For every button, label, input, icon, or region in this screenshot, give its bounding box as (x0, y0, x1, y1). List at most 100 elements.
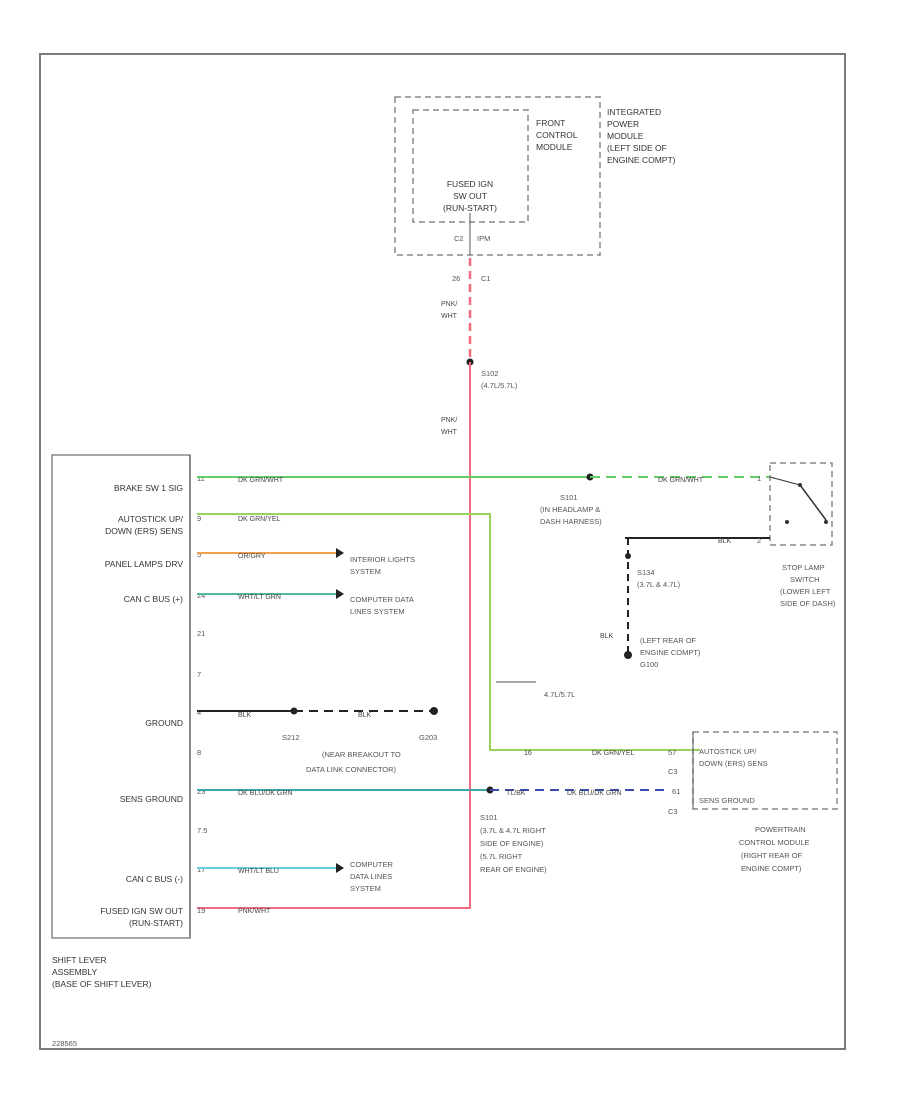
interior-lights-1: INTERIOR LIGHTS (350, 555, 415, 564)
interior-lights-2: SYSTEM (350, 567, 381, 576)
sl-caption-3: (BASE OF SHIFT LEVER) (52, 979, 152, 989)
arrow-computer-data-bottom (336, 863, 344, 873)
fused-ign-2: SW OUT (453, 191, 487, 201)
fused-ign-3: (RUN-START) (443, 203, 497, 213)
splice-s101-bottom-1: S101 (480, 813, 498, 822)
computer-data-bottom-1: COMPUTER (350, 860, 394, 869)
sl-label-autostick-1: AUTOSTICK UP/ (118, 514, 184, 524)
splice-s101-top-3: DASH HARNESS) (540, 517, 602, 526)
sl-pin-17: 17 (197, 865, 205, 874)
splice-s102-label: S102 (481, 369, 499, 378)
fused-ign-1: FUSED IGN (447, 179, 493, 189)
sl-pin-5: 5 (197, 550, 201, 559)
wire-label-blk-ground: BLK (238, 712, 252, 719)
pcm-caption-4: ENGINE COMPT) (741, 864, 802, 873)
fcm-label-3: MODULE (536, 142, 573, 152)
fcm-label-2: CONTROL (536, 130, 578, 140)
integrated-power-module: INTEGRATED POWER MODULE (LEFT SIDE OF EN… (394, 96, 676, 283)
wire-label-wht-ltblu: WHT/LT BLU (238, 868, 279, 875)
sl-label-sens-ground: SENS GROUND (120, 794, 183, 804)
wire-label-tlbk: TL/BK (506, 790, 526, 797)
pcm-caption-2: CONTROL MODULE (739, 838, 810, 847)
pcm-pin-57: 57 (668, 748, 676, 757)
splice-s101-bottom-4: (5.7L RIGHT (480, 852, 523, 861)
stop-lamp-pin-1: 1 (757, 474, 761, 483)
diagram-frame (39, 53, 846, 1050)
splice-s102-sub: (4.7L/5.7L) (481, 381, 518, 390)
ground-g100-3: G100 (640, 660, 658, 669)
sl-label-ground: GROUND (145, 718, 183, 728)
sl-pin-21: 21 (197, 629, 205, 638)
wire-label-blk-g100: BLK (600, 633, 614, 640)
stop-lamp-switch (769, 462, 833, 546)
splice-s134-2: (3.7L & 4.7L) (637, 580, 681, 589)
wire-mid-label-1: PNK/ (441, 417, 457, 424)
sl-caption-2: ASSEMBLY (52, 967, 98, 977)
ground-note-1: (NEAR BREAKOUT TO (322, 750, 401, 759)
wire-label-dkgrn-wht: DK GRN/WHT (238, 477, 284, 484)
pcm-conn-c3-b: C3 (668, 807, 678, 816)
splice-s101-top-2: (IN HEADLAMP & (540, 505, 600, 514)
wire-mid-label-2: WHT (441, 429, 458, 436)
sl-label-fused-1: FUSED IGN SW OUT (100, 906, 183, 916)
sl-pin-4: 4 (197, 708, 201, 717)
sl-label-panel: PANEL LAMPS DRV (105, 559, 184, 569)
sl-label-brake: BRAKE SW 1 SIG (114, 483, 183, 493)
wire-label-dkgrn-wht-right: DK GRN/WHT (658, 477, 704, 484)
stop-lamp-label-3: (LOWER LEFT (780, 587, 831, 596)
wire-label-dkblu-dkgrn-right: DK BLU/DK GRN (567, 790, 621, 797)
alt-path-label: 4.7L/5.7L (544, 690, 575, 699)
splice-s134-1: S134 (637, 568, 655, 577)
stop-lamp-pin-2: 2 (757, 536, 761, 545)
stop-lamp-label-2: SWITCH (790, 575, 820, 584)
computer-data-bottom-2: DATA LINES (350, 872, 392, 881)
pcm-label-a-2: DOWN (ERS) SENS (699, 759, 768, 768)
sl-pin-24: 24 (197, 591, 205, 600)
ipm-title-1: INTEGRATED (607, 107, 661, 117)
stop-lamp-label-4: SIDE OF DASH) (780, 599, 836, 608)
ground-g100-dot (624, 651, 632, 659)
wire-label-or-gry: OR/GRY (238, 553, 266, 560)
sl-pin-19: 19 (197, 906, 205, 915)
wire-label-dkblu-dkgrn: DK BLU/DK GRN (238, 790, 292, 797)
ipm-conn-c2: C2 (454, 234, 464, 243)
wire-pnk-wht-main (197, 362, 471, 909)
ground-g203-label: G203 (419, 733, 437, 742)
splice-s212-label: S212 (282, 733, 300, 742)
powertrain-control-module (692, 731, 838, 810)
ground-g100-1: (LEFT REAR OF (640, 636, 697, 645)
figure-id: 228565 (52, 1039, 77, 1048)
wire-dkgrn-yel (197, 513, 700, 751)
pcm-label-b: SENS GROUND (699, 796, 755, 805)
sl-pin-8: 8 (197, 748, 201, 757)
sl-pin-11: 11 (197, 474, 205, 483)
wire-top-label-2: WHT (441, 313, 458, 320)
pcm-caption-1: POWERTRAIN (755, 825, 806, 834)
ipm-title-4: (LEFT SIDE OF (607, 143, 667, 153)
ground-g100-2: ENGINE COMPT) (640, 648, 701, 657)
sl-label-canc-minus: CAN C BUS (-) (126, 874, 183, 884)
splice-s101-top-1: S101 (560, 493, 578, 502)
ipm-title-3: MODULE (607, 131, 644, 141)
sl-pin-7: 7 (197, 670, 201, 679)
wire-label-blk-stop: BLK (718, 538, 732, 545)
fcm-label-1: FRONT (536, 118, 565, 128)
arrow-interior-lights (336, 548, 344, 558)
wire-label-wht-ltgrn: WHT/LT GRN (238, 594, 281, 601)
pcm-pin-16: 16 (524, 750, 532, 757)
ipm-pin-26: 26 (452, 274, 460, 283)
pcm-wire-label-a: DK GRN/YEL (592, 750, 635, 757)
splice-s101-bottom-3: SIDE OF ENGINE) (480, 839, 544, 848)
sl-label-fused-2: (RUN-START) (129, 918, 183, 928)
ground-note-2: DATA LINK CONNECTOR) (306, 765, 397, 774)
wire-top-label-1: PNK/ (441, 301, 457, 308)
ipm-title-2: POWER (607, 119, 639, 129)
sl-pin-9: 9 (197, 514, 201, 523)
computer-data-bottom-3: SYSTEM (350, 884, 381, 893)
computer-data-top-2: LINES SYSTEM (350, 607, 405, 616)
sl-pin-7-5: 7.5 (197, 826, 207, 835)
splice-s101-bottom-2: (3.7L & 4.7L RIGHT (480, 826, 546, 835)
sl-label-autostick-2: DOWN (ERS) SENS (105, 526, 183, 536)
arrow-computer-data-top (336, 589, 344, 599)
